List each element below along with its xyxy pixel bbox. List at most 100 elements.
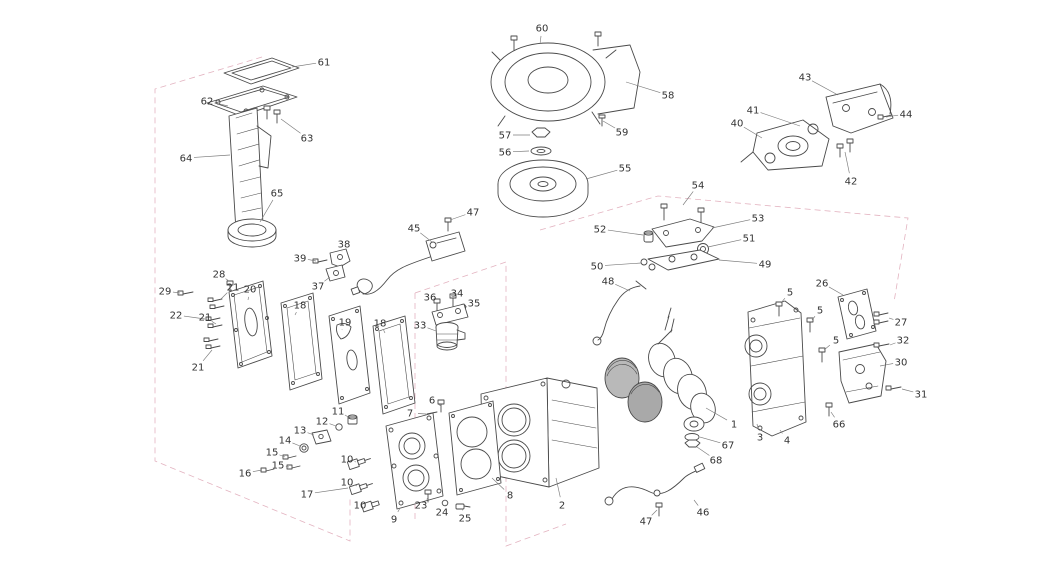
part-label-50: 50 xyxy=(591,262,604,273)
leader-line-37 xyxy=(324,276,331,282)
part-label-34: 34 xyxy=(451,289,464,300)
part-label-21: 21 xyxy=(227,283,240,294)
part-label-52: 52 xyxy=(594,225,607,236)
block-bolt xyxy=(437,399,445,413)
part-label-12: 12 xyxy=(316,417,329,428)
intake-assembly xyxy=(740,83,894,171)
wire-terminal xyxy=(350,286,361,296)
part-label-23: 23 xyxy=(415,501,428,512)
part-label-49: 49 xyxy=(759,260,772,271)
carburetor-body xyxy=(740,119,830,171)
coil-bolt xyxy=(444,217,452,232)
leader-line-67 xyxy=(699,436,721,444)
leader-line-28 xyxy=(225,278,230,282)
leader-line-2 xyxy=(555,477,561,498)
leader-line-8 xyxy=(491,477,505,490)
leader-line-5 xyxy=(823,344,831,351)
part-label-61: 61 xyxy=(318,58,331,69)
seal-rings xyxy=(640,258,656,271)
part-callouts: 6058595756556162636465434140444254535251… xyxy=(159,24,928,528)
leader-line-14 xyxy=(292,442,301,447)
part-label-3: 3 xyxy=(757,433,763,444)
leader-line-15 xyxy=(279,454,286,458)
part-label-8: 8 xyxy=(507,491,513,502)
leader-line-45 xyxy=(420,232,433,243)
leader-line-43 xyxy=(811,80,839,96)
pump-bracket xyxy=(431,303,469,326)
leader-line-11 xyxy=(344,414,351,419)
mount-bracket xyxy=(825,342,902,417)
leader-line-24 xyxy=(444,504,446,507)
part-label-45: 45 xyxy=(408,224,421,235)
part-label-63: 63 xyxy=(301,134,314,145)
part-label-17: 17 xyxy=(301,490,314,501)
part-label-1: 1 xyxy=(731,420,737,431)
lower-seal xyxy=(227,218,277,248)
thermostat-bolts xyxy=(660,203,705,225)
part-label-7: 7 xyxy=(407,409,413,420)
part-label-40: 40 xyxy=(731,119,744,130)
crankshaft-assembly xyxy=(604,307,716,448)
part-label-6: 6 xyxy=(429,396,435,407)
harness-connector xyxy=(693,462,706,473)
leader-line-59 xyxy=(602,120,616,129)
part-label-21: 21 xyxy=(192,363,205,374)
crank-webs xyxy=(648,342,716,424)
leader-line-60 xyxy=(539,35,542,45)
leader-line-49 xyxy=(718,259,758,264)
leader-line-13 xyxy=(307,432,315,436)
clamp-upper xyxy=(329,248,351,268)
cover-side-bolts xyxy=(203,297,225,349)
crank-washer xyxy=(684,433,700,441)
flange-bolts xyxy=(263,105,281,124)
leader-line-54 xyxy=(682,191,694,206)
part-label-54: 54 xyxy=(692,181,705,192)
pump-body xyxy=(435,322,466,351)
intake-bracket xyxy=(825,83,894,134)
part-label-10: 10 xyxy=(341,478,354,489)
part-label-37: 37 xyxy=(312,282,325,293)
exhaust-cover-group xyxy=(177,280,416,415)
cylinder-head xyxy=(385,412,444,510)
part-label-29: 29 xyxy=(159,287,172,298)
leader-line-3 xyxy=(756,423,759,430)
crank-top-shaft xyxy=(664,307,675,333)
cover-bolts xyxy=(873,311,889,325)
part-label-19: 19 xyxy=(339,318,352,329)
leader-line-17 xyxy=(314,487,349,494)
leader-line-48 xyxy=(615,284,631,292)
leader-line-36 xyxy=(435,302,438,305)
part-label-39: 39 xyxy=(294,254,307,265)
leader-line-47 xyxy=(651,509,658,516)
leader-line-66 xyxy=(830,411,835,418)
cover-bolt-left xyxy=(177,290,194,296)
inner-plate xyxy=(328,305,371,405)
part-label-14: 14 xyxy=(279,436,292,447)
flywheel-assembly xyxy=(497,127,589,218)
leader-line-51 xyxy=(707,239,742,248)
part-label-18: 18 xyxy=(294,301,307,312)
part-label-11: 11 xyxy=(332,407,345,418)
part-label-58: 58 xyxy=(662,91,675,102)
leader-line-10 xyxy=(354,484,358,487)
part-label-56: 56 xyxy=(499,148,512,159)
part-label-25: 25 xyxy=(459,514,472,525)
part-label-22: 22 xyxy=(170,311,183,322)
fitting-bracket xyxy=(311,429,332,445)
part-label-2: 2 xyxy=(559,501,565,512)
part-label-41: 41 xyxy=(747,106,760,117)
part-label-64: 64 xyxy=(180,154,193,165)
bracket-bolt-lower xyxy=(885,385,902,391)
piston-lower xyxy=(627,381,663,423)
block-side-face xyxy=(546,377,600,488)
top-cover-plate xyxy=(223,57,300,85)
grommet xyxy=(643,230,654,243)
leader-line-61 xyxy=(291,62,317,68)
leader-line-21 xyxy=(202,349,213,362)
driveshaft-housing-assembly xyxy=(206,57,300,248)
leader-line-40 xyxy=(743,126,763,139)
part-label-5: 5 xyxy=(833,336,839,347)
leader-line-4 xyxy=(779,429,783,434)
ignition-coil-assembly xyxy=(350,217,466,296)
wiring-harness xyxy=(604,462,706,517)
